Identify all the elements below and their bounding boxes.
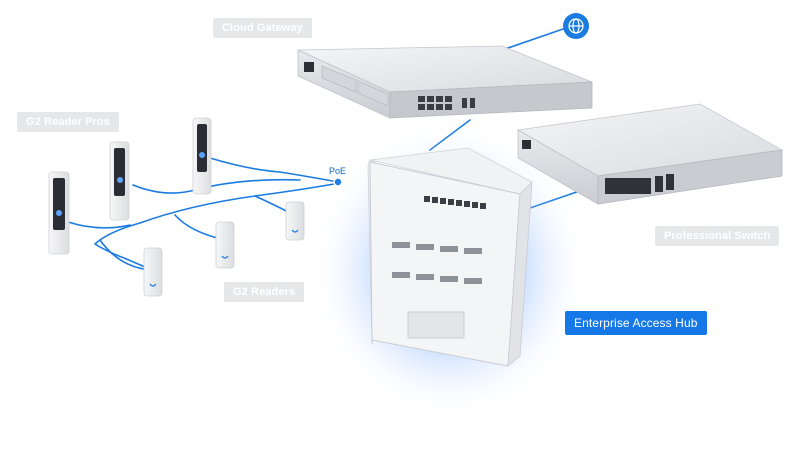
globe-icon [563,13,589,39]
link-poe-trunk [94,182,341,271]
g2-reader-3 [143,247,163,297]
link-reader-pro-1 [209,157,339,183]
gateway-ports [418,96,475,110]
label-professional-switch: Professional Switch [655,226,780,246]
enterprise-access-hub-device [367,147,533,367]
hub-terminals [392,242,482,284]
switch-ports [605,174,674,194]
link-reader-pro-2 [132,178,301,194]
g2-reader-pro-2 [109,141,130,221]
link-reader-pro-3 [67,221,131,229]
label-g2-reader-pros: G2 Reader Pros [17,112,119,132]
link-gateway-internet [504,27,567,50]
g2-reader-pro-1 [192,117,212,195]
g2-reader-pro-3 [48,171,70,255]
label-g2-readers: G2 Readers [224,282,305,302]
label-poe: PoE [329,166,347,176]
g2-reader-1 [285,201,305,241]
hub-ports [424,196,486,209]
label-enterprise-access-hub: Enterprise Access Hub [565,311,707,335]
cloud-gateway-device [297,45,593,119]
label-cloud-gateway: Cloud Gateway [213,18,312,38]
g2-reader-2 [215,221,235,269]
